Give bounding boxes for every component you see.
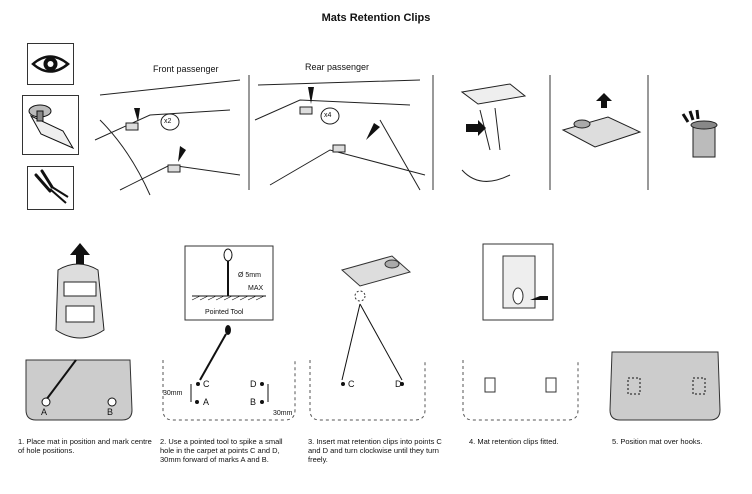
page-title: Mats Retention Clips — [321, 12, 431, 24]
pointed-tool-label: Pointed Tool — [205, 309, 244, 316]
front-count: x2 — [164, 118, 172, 125]
point-a-step2: A — [203, 397, 210, 407]
distance-right: 30mm — [273, 410, 293, 417]
bin-icon — [690, 120, 720, 160]
step-1-caption: 1. Place mat in position and mark centre… — [18, 437, 152, 455]
step-5-caption: 5. Position mat over hooks. — [612, 437, 703, 446]
max-label: MAX — [248, 285, 264, 292]
distance-left: 30mm — [163, 390, 183, 397]
point-a-step1: A — [41, 407, 48, 417]
pliers-icon — [27, 166, 74, 210]
point-b-step1: B — [107, 407, 114, 417]
eye-icon — [27, 43, 74, 85]
step-4-caption: 4. Mat retention clips fitted. — [469, 437, 559, 446]
rear-passenger-label: Rear passenger — [305, 62, 370, 72]
step-3-caption: 3. Insert mat retention clips into point… — [308, 437, 442, 464]
step-2-caption: 2. Use a pointed tool to spike a small h… — [160, 437, 283, 464]
point-d-step2: D — [250, 379, 257, 389]
front-passenger-label: Front passenger — [153, 64, 219, 74]
point-c-step3: C — [348, 379, 355, 389]
rear-count: x4 — [324, 112, 332, 119]
diameter-label: Ø 5mm — [238, 272, 261, 279]
point-c-step2: C — [203, 379, 210, 389]
point-d-step3: D — [395, 379, 402, 389]
clip-icon — [22, 95, 79, 155]
point-b-step2: B — [250, 397, 257, 407]
